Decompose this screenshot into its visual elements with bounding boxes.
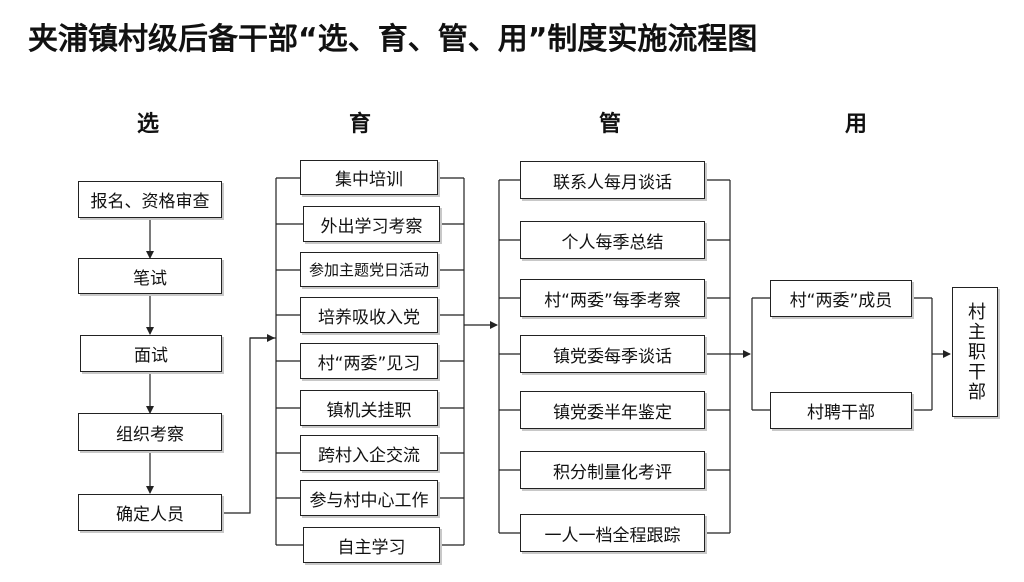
yu-item-7: 跨村入企交流	[300, 435, 438, 471]
xuan-step-4: 组织考察	[78, 413, 222, 451]
yong-item-2: 村聘干部	[770, 392, 912, 429]
yu-item-4: 培养吸收入党	[300, 297, 438, 333]
header-guan: 管	[598, 112, 621, 137]
yu-item-6: 镇机关挂职	[300, 390, 438, 426]
xuan-step-2: 笔试	[78, 258, 222, 294]
guan-item-1: 联系人每月谈话	[520, 161, 705, 199]
guan-item-2: 个人每季总结	[520, 221, 705, 259]
xuan-step-1: 报名、资格审查	[78, 181, 222, 218]
header-xuan: 选	[136, 112, 159, 137]
yu-item-5: 村“两委”见习	[300, 343, 438, 379]
yu-item-9: 自主学习	[303, 527, 440, 563]
guan-item-4: 镇党委每季谈话	[520, 335, 705, 373]
page-title: 夹浦镇村级后备干部“选、育、管、用”制度实施流程图	[28, 22, 758, 57]
guan-item-3: 村“两委”每季考察	[520, 279, 705, 317]
guan-item-5: 镇党委半年鉴定	[520, 391, 705, 429]
header-yu: 育	[348, 112, 371, 137]
header-yong: 用	[844, 112, 867, 137]
final-box: 村主职干部	[952, 287, 998, 417]
yu-item-2: 外出学习考察	[303, 206, 440, 242]
yu-item-1: 集中培训	[300, 160, 438, 195]
guan-item-7: 一人一档全程跟踪	[520, 514, 705, 552]
yong-item-1: 村“两委”成员	[770, 280, 912, 317]
xuan-step-5: 确定人员	[78, 494, 222, 531]
connector-xuan-yu	[222, 337, 276, 514]
yu-item-8: 参与村中心工作	[300, 480, 438, 516]
guan-item-6: 积分制量化考评	[520, 451, 705, 489]
xuan-step-3: 面试	[80, 335, 222, 372]
yu-item-3: 参加主题党日活动	[300, 252, 438, 287]
